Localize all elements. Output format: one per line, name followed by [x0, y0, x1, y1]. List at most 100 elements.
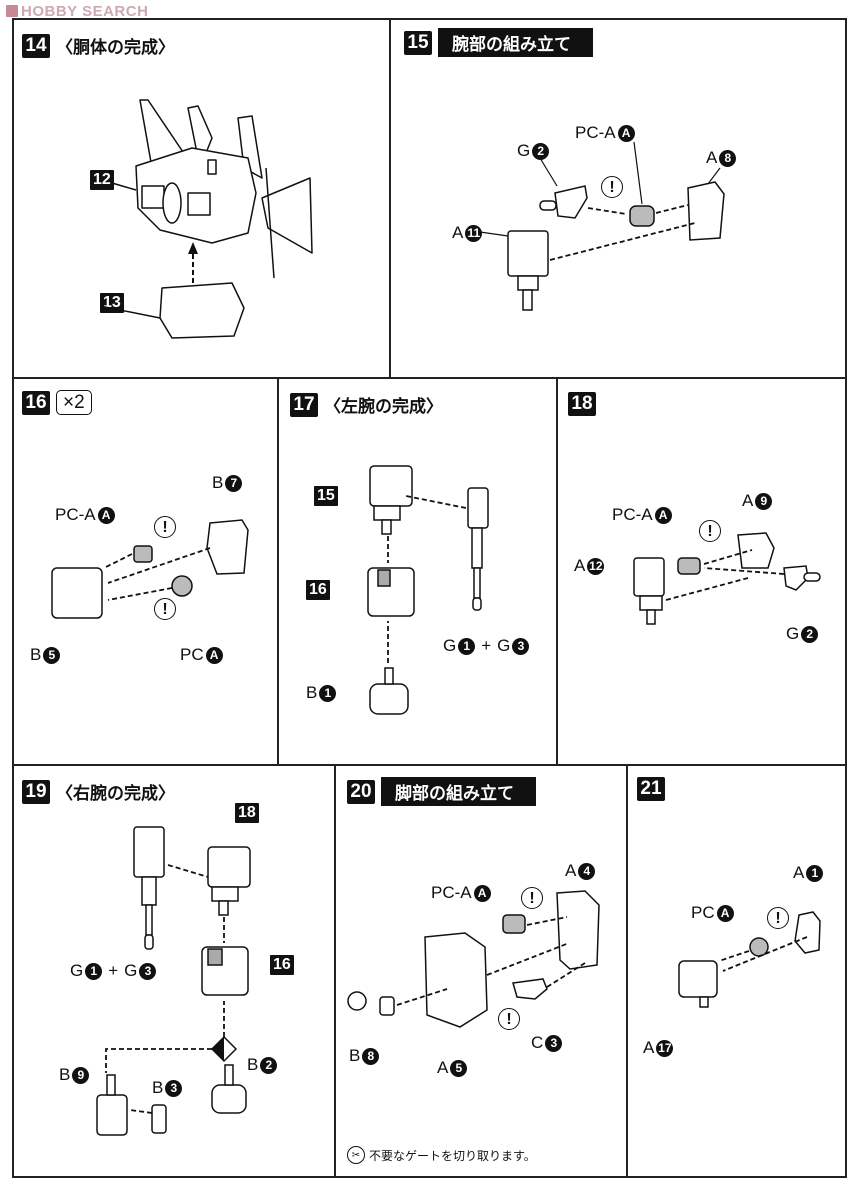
step-17-header: 17 〈左腕の完成〉 — [290, 392, 443, 417]
part-b2-hand — [211, 1084, 247, 1114]
step-16-header: 16 ×2 — [22, 390, 92, 415]
col-divider-r2b — [556, 378, 558, 765]
torso-cockpit — [162, 182, 182, 224]
warning-icon: ! — [699, 520, 721, 542]
part-b3 — [151, 1104, 167, 1134]
col-divider-r3a — [334, 765, 336, 1178]
part-a17 — [678, 960, 718, 998]
forearm-assembly-illustration — [51, 519, 249, 619]
part-pc-a — [629, 205, 655, 227]
warning-icon: ! — [498, 1008, 520, 1030]
warning-icon: ! — [154, 598, 176, 620]
part-b5 — [51, 567, 103, 619]
part-a1 — [794, 911, 821, 954]
right-arm-assembly-illustration — [96, 826, 251, 1136]
part-ref-15: 15 — [314, 486, 338, 506]
part-a4 — [556, 890, 600, 970]
col-divider-r2a — [277, 378, 279, 765]
torso-wing-right — [261, 177, 313, 254]
part-b8 — [379, 996, 395, 1016]
arm-assembly-illustration — [479, 141, 725, 311]
warning-icon: ! — [521, 887, 543, 909]
part-15-upper-arm — [369, 465, 413, 507]
step-title: 〈右腕の完成〉 — [56, 784, 175, 804]
torso-waist-part — [159, 282, 245, 339]
part-pc-a — [677, 557, 701, 575]
part-a12 — [633, 557, 665, 597]
step-15-header: 15 腕部の組み立て — [404, 28, 593, 57]
row-divider-2 — [12, 764, 847, 766]
step-19-header: 19 〈右腕の完成〉 — [22, 779, 175, 804]
leg-assembly-illustration — [347, 890, 600, 1028]
foot-assembly-illustration — [678, 911, 821, 1008]
part-g2 — [783, 565, 809, 591]
watermark: HOBBY SEARCH — [6, 3, 148, 20]
arm-assembly-illustration — [633, 532, 821, 625]
warning-icon: ! — [601, 176, 623, 198]
step-18-header: 18 — [568, 392, 596, 416]
nipper-icon — [347, 991, 367, 1011]
step-21-header: 21 — [637, 777, 665, 801]
step-title: 〈胴体の完成〉 — [56, 38, 175, 58]
torso-peg — [207, 159, 217, 175]
step-number: 18 — [568, 392, 596, 416]
part-a9 — [737, 532, 775, 569]
step-number: 14 — [22, 33, 50, 58]
part-b1-hand — [369, 683, 409, 715]
part-b9-hand — [96, 1094, 128, 1136]
part-a11 — [507, 230, 549, 277]
hobby-search-logo-icon — [6, 5, 18, 17]
part-16-forearm — [367, 567, 415, 617]
torso-vent-left — [141, 185, 165, 209]
row-divider-1 — [12, 377, 847, 379]
warning-icon: ! — [154, 516, 176, 538]
part-g2 — [554, 185, 588, 219]
part-a5 — [424, 932, 488, 1028]
step-number: 17 — [290, 392, 318, 417]
part-ref-12: 12 — [90, 170, 114, 190]
col-divider-r1 — [389, 18, 391, 378]
part-g1-g3-shoulder — [133, 826, 165, 878]
part-pc — [171, 575, 193, 597]
step-number: 16 — [22, 390, 50, 415]
step-14-panel: 14 〈胴体の完成〉 12 13 — [12, 18, 390, 378]
step-20-header: 20 脚部の組み立て — [347, 777, 536, 806]
step-number: 21 — [637, 777, 665, 801]
step-title: 腕部の組み立て — [438, 28, 593, 57]
part-b7 — [206, 519, 249, 575]
part-pc-a — [133, 545, 153, 563]
step-title: 〈左腕の完成〉 — [324, 397, 443, 417]
step-number: 19 — [22, 779, 50, 804]
part-ref-16: 16 — [306, 580, 330, 600]
torso-assembly-illustration — [99, 99, 313, 339]
step-14-header: 14 〈胴体の完成〉 — [22, 33, 175, 58]
step-title: 脚部の組み立て — [381, 777, 536, 806]
